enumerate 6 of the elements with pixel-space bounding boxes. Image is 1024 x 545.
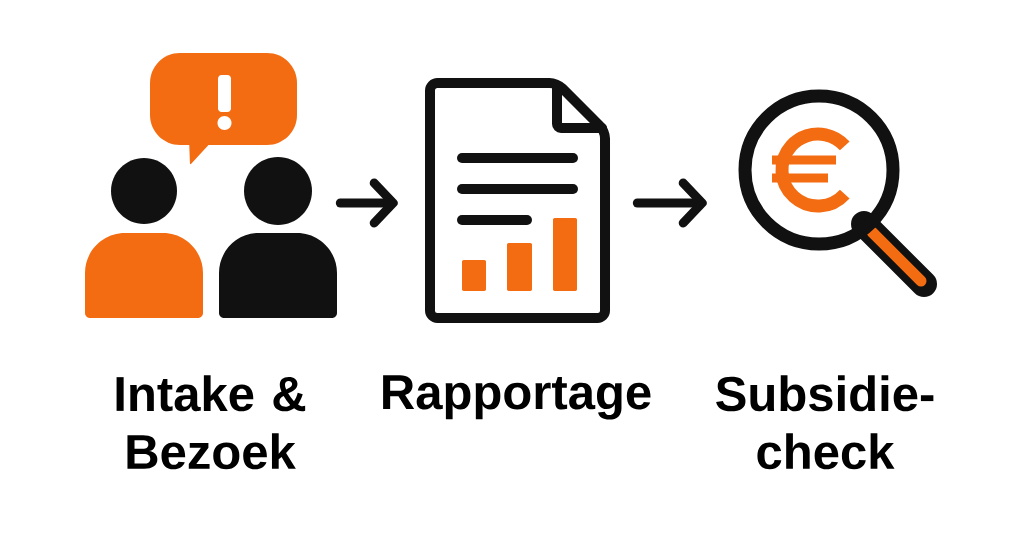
- node-label: Rapportage: [383, 375, 651, 420]
- people-icon: [85, 53, 337, 320]
- node-label: Intake & Bezoek: [116, 375, 306, 470]
- document-icon: [425, 78, 610, 323]
- node-label: Subsidie-check: [716, 375, 934, 470]
- magnifier-icon: [738, 89, 937, 297]
